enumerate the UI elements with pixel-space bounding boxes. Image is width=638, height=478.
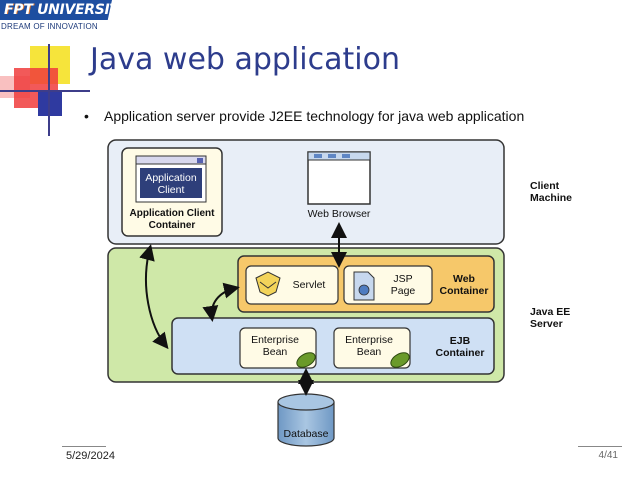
- web-browser-label: Web Browser: [307, 208, 371, 220]
- slide-title: Java web application: [90, 42, 400, 77]
- web-browser-tab-1: [314, 154, 322, 158]
- bean-icon-1: [296, 352, 316, 368]
- database-cylinder: [277, 402, 335, 447]
- web-container-label: Web Container: [439, 273, 489, 297]
- enterprise-bean-label-2: Enterprise Bean: [345, 334, 393, 358]
- web-browser-tab-2: [328, 154, 336, 158]
- web-browser-tab-3: [342, 154, 350, 158]
- arrow-appclient-to-ejb: [139, 244, 169, 350]
- enterprise-bean-label-1: Enterprise Bean: [251, 334, 299, 358]
- logo-brand-name: UNIVERSITY: [37, 2, 129, 18]
- client-machine-label: Client Machine: [530, 180, 573, 204]
- footer-line-left: [62, 446, 106, 447]
- java-ee-server-label: Java EE Server: [530, 306, 571, 330]
- app-client-screen-titlebar: [135, 155, 207, 165]
- logo-slogan: DREAM OF INNOVATION: [1, 22, 98, 31]
- logo-wordmark: FPT UNIVERSITY: [4, 1, 129, 19]
- app-client-screen-button: [197, 158, 203, 163]
- fpt-university-logo: FPT UNIVERSITY DREAM OF INNOVATION: [0, 0, 129, 40]
- bullet-text: Application server provide J2EE technolo…: [104, 108, 525, 124]
- app-client-container-label: Application Client Container: [129, 208, 215, 231]
- database-label: Database: [283, 428, 329, 440]
- jsp-gear-icon: [358, 284, 370, 296]
- footer-line-right: [578, 446, 622, 447]
- decor-horizontal-line: [0, 90, 90, 92]
- j2ee-architecture-diagram: Application Client Application Client Co…: [100, 136, 600, 456]
- diagram-canvas: [107, 139, 505, 447]
- bullet-icon: •: [84, 108, 89, 124]
- arrow-servlet-to-ejb: [202, 282, 240, 322]
- bean-icon-2: [390, 352, 410, 368]
- ejb-container-label: EJB Container: [435, 335, 485, 359]
- logo-brand-prefix: FPT: [4, 2, 33, 18]
- jsp-page-label: JSP Page: [390, 273, 416, 297]
- app-client-screen-panel: [140, 168, 202, 198]
- database-cylinder-top: [277, 393, 335, 411]
- decor-square-blue: [38, 92, 62, 116]
- footer-date: 5/29/2024: [66, 450, 115, 462]
- web-browser-titlebar: [307, 151, 371, 161]
- bullet-item: • Application server provide J2EE technol…: [84, 108, 524, 124]
- enterprise-bean-box-2: [333, 327, 411, 369]
- footer-page-number: 4/41: [598, 450, 618, 461]
- servlet-icon: [255, 271, 281, 297]
- app-client-screen-label: Application Client: [145, 172, 197, 196]
- web-browser-window: [307, 151, 371, 205]
- enterprise-bean-box-1: [239, 327, 317, 369]
- servlet-label: Servlet: [292, 279, 326, 291]
